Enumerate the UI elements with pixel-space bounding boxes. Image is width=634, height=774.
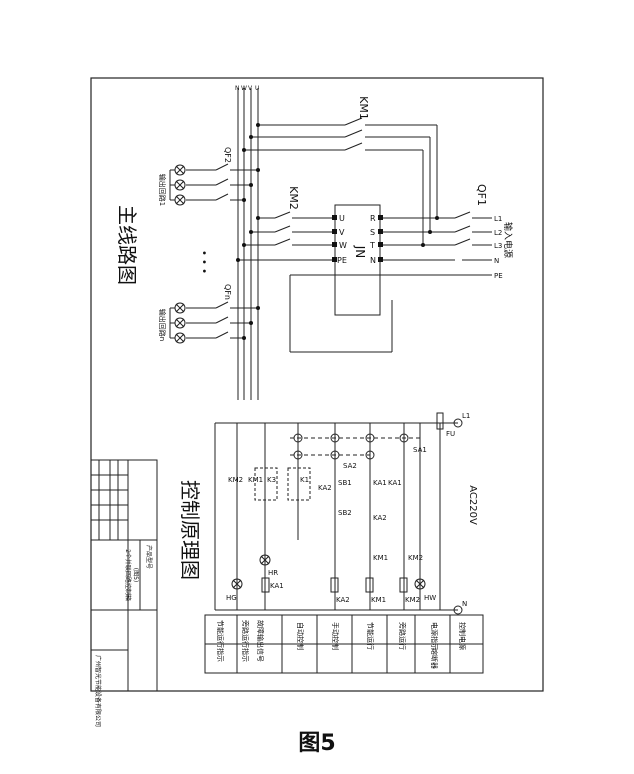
- output-circuit-n-label: 输出回路n: [158, 309, 167, 341]
- svg-text:旁路运行指示: 旁路运行指示: [241, 620, 250, 662]
- input-power-label: 输入电源: [502, 222, 514, 258]
- svg-text:电源指示: 电源指示: [430, 622, 439, 650]
- svg-text:HG: HG: [226, 594, 237, 602]
- km1-label: KM1: [357, 96, 370, 120]
- svg-text:故障输出信号: 故障输出信号: [256, 620, 265, 662]
- svg-text:L2: L2: [494, 229, 502, 237]
- svg-text:L1: L1: [494, 215, 502, 223]
- svg-text:N: N: [370, 256, 376, 265]
- input-line-labels: L1 L2 L3 N PE: [494, 215, 503, 280]
- svg-text:V: V: [339, 228, 345, 237]
- svg-text:KM1: KM1: [248, 476, 263, 484]
- svg-text:SB1: SB1: [338, 479, 352, 487]
- svg-text:U: U: [339, 214, 345, 223]
- svg-text:KA1: KA1: [373, 479, 387, 487]
- fuse-symbol: [436, 412, 444, 430]
- svg-text:节能运行指示: 节能运行指示: [216, 620, 225, 662]
- bus-labels: N W V U: [235, 85, 259, 92]
- svg-text:N: N: [494, 257, 499, 265]
- svg-text:节能运行: 节能运行: [366, 622, 375, 650]
- control-labels: L1 N FU SA1 SA2 SB1 SB2 KA1 KA1 KA2 KM1 …: [226, 412, 470, 608]
- svg-text:KA2: KA2: [318, 484, 332, 492]
- title-block: [90, 459, 158, 692]
- selector-switches: [290, 437, 420, 456]
- output-circuit-n-lines: [169, 301, 258, 344]
- svg-text:PE: PE: [494, 272, 503, 280]
- svg-text:L3: L3: [494, 242, 502, 250]
- control-rungs: [236, 423, 421, 610]
- svg-text:熔断器: 熔断器: [430, 648, 439, 669]
- input-feed-lines: [289, 211, 492, 353]
- svg-text:2个并联回路控制箱: 2个并联回路控制箱: [124, 549, 132, 601]
- control-rails: [214, 422, 458, 611]
- qf2-label: QF2: [223, 147, 232, 163]
- svg-text:(图5): (图5): [132, 568, 139, 583]
- ellipsis-dots: • • •: [198, 250, 209, 274]
- legend-texts: 控制电源 熔断器 电源指示 旁路运行 节能运行 手动控制 自动控制 故障输出信号…: [216, 620, 467, 669]
- svg-text:W: W: [241, 85, 247, 92]
- svg-text:自动控制: 自动控制: [296, 622, 305, 650]
- svg-text:T: T: [369, 241, 375, 250]
- svg-text:HW: HW: [424, 594, 436, 602]
- svg-text:V: V: [248, 85, 253, 92]
- lamp-symbols: [231, 554, 426, 590]
- main-bus-lines: [237, 88, 259, 400]
- svg-text:旁路运行: 旁路运行: [398, 622, 407, 650]
- svg-text:N: N: [235, 85, 240, 92]
- qf1-label: QF1: [475, 184, 488, 206]
- svg-text:HR: HR: [268, 569, 278, 577]
- svg-text:KM1: KM1: [373, 554, 388, 562]
- output-circuit-1-label: 输出回路1: [158, 174, 167, 206]
- svg-text:K3: K3: [267, 476, 276, 484]
- terminal-circles: [293, 418, 463, 615]
- svg-text:N: N: [462, 600, 467, 608]
- svg-text:KA2: KA2: [373, 514, 387, 522]
- main-circuit-title: 主线路图: [115, 205, 139, 285]
- relay-box-k1: [287, 467, 311, 501]
- km2-label: KM2: [287, 186, 300, 210]
- legend-table: [204, 614, 484, 674]
- svg-text:KA2: KA2: [336, 596, 350, 604]
- svg-text:KA1: KA1: [388, 479, 402, 487]
- relay-box-k3: [254, 467, 278, 501]
- km1-lines: [244, 117, 438, 245]
- svg-text:产品型号: 产品型号: [145, 545, 153, 569]
- figure-caption: 图5: [298, 731, 336, 756]
- supply-label: AC220V: [467, 485, 478, 525]
- svg-text:KA1: KA1: [270, 582, 284, 590]
- svg-text:KM2: KM2: [405, 596, 420, 604]
- svg-text:FU: FU: [446, 430, 455, 438]
- svg-text:L1: L1: [462, 412, 470, 420]
- svg-text:W: W: [339, 241, 347, 250]
- coil-symbols: [261, 577, 408, 593]
- svg-text:K1: K1: [300, 476, 309, 484]
- svg-text:SA1: SA1: [413, 446, 427, 454]
- svg-text:PE: PE: [337, 256, 347, 265]
- title-block-texts: 产品型号 2个并联回路控制箱 (图5) 广州智光节能设备有限公司: [94, 545, 153, 727]
- svg-text:广州智光节能设备有限公司: 广州智光节能设备有限公司: [94, 655, 102, 727]
- svg-text:S: S: [370, 228, 375, 237]
- controller-logo: JN: [353, 245, 367, 259]
- svg-text:控制电源: 控制电源: [458, 622, 467, 650]
- qfn-label: QFn: [223, 284, 232, 300]
- svg-text:KM1: KM1: [371, 596, 386, 604]
- svg-text:U: U: [255, 85, 259, 92]
- controller-terminal-labels: R S T N U V W PE: [337, 214, 376, 265]
- svg-text:KM2: KM2: [228, 476, 243, 484]
- svg-text:手动控制: 手动控制: [331, 622, 340, 650]
- drawing-frame: [90, 77, 544, 692]
- svg-text:KM2: KM2: [408, 554, 423, 562]
- svg-text:R: R: [370, 214, 376, 223]
- junction-dots: [236, 123, 439, 340]
- km2-lines: [238, 211, 335, 261]
- svg-text:SA2: SA2: [343, 462, 357, 470]
- control-circuit-title: 控制原理图: [178, 480, 202, 580]
- output-circuit-1-lines: [169, 163, 258, 206]
- svg-text:SB2: SB2: [338, 509, 352, 517]
